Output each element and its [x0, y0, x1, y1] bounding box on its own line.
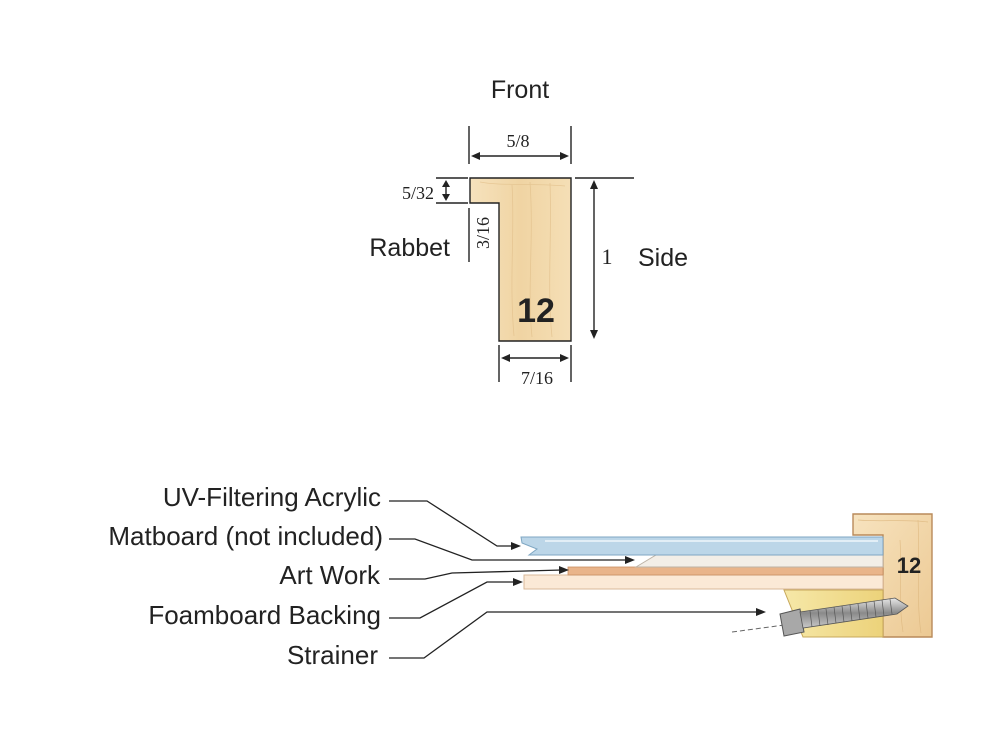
height-dimension: 1 Side	[575, 177, 688, 339]
rabbet-label: Rabbet	[369, 234, 450, 262]
profile-section: Front 5/8 12 5/32	[369, 76, 688, 388]
leader-lines	[389, 500, 766, 659]
label-acrylic: UV-Filtering Acrylic	[163, 482, 381, 512]
foamboard-layer	[523, 574, 884, 590]
profile-number: 12	[517, 292, 555, 330]
height-value: 1	[602, 244, 613, 269]
label-matboard: Matboard (not included)	[108, 521, 383, 551]
matboard-layer	[634, 554, 884, 568]
back-width-dimension: 7/16	[498, 345, 572, 388]
assembly-wood-grain	[857, 519, 929, 634]
label-artwork: Art Work	[279, 560, 381, 590]
back-width-value: 7/16	[521, 368, 553, 388]
profile-wood-shape	[469, 177, 572, 342]
front-label: Front	[491, 76, 549, 104]
label-strainer: Strainer	[287, 640, 378, 670]
front-width-value: 5/8	[506, 131, 529, 151]
artwork-layer	[567, 566, 884, 576]
label-foamboard: Foamboard Backing	[148, 600, 381, 630]
rabbet-dimension: 3/16 Rabbet	[369, 208, 493, 262]
front-width-dimension: 5/8	[468, 126, 572, 164]
lip-thickness-value: 5/32	[402, 183, 434, 203]
assembly-profile-number: 12	[897, 553, 921, 578]
lip-thickness-dimension: 5/32	[402, 177, 468, 204]
screw	[731, 597, 909, 637]
side-label: Side	[638, 244, 688, 272]
profile-wood-grain	[479, 181, 566, 338]
rabbet-depth-value: 3/16	[473, 217, 493, 249]
acrylic-layer	[520, 536, 884, 556]
assembly-section: UV-Filtering Acrylic Matboard (not inclu…	[108, 482, 933, 670]
